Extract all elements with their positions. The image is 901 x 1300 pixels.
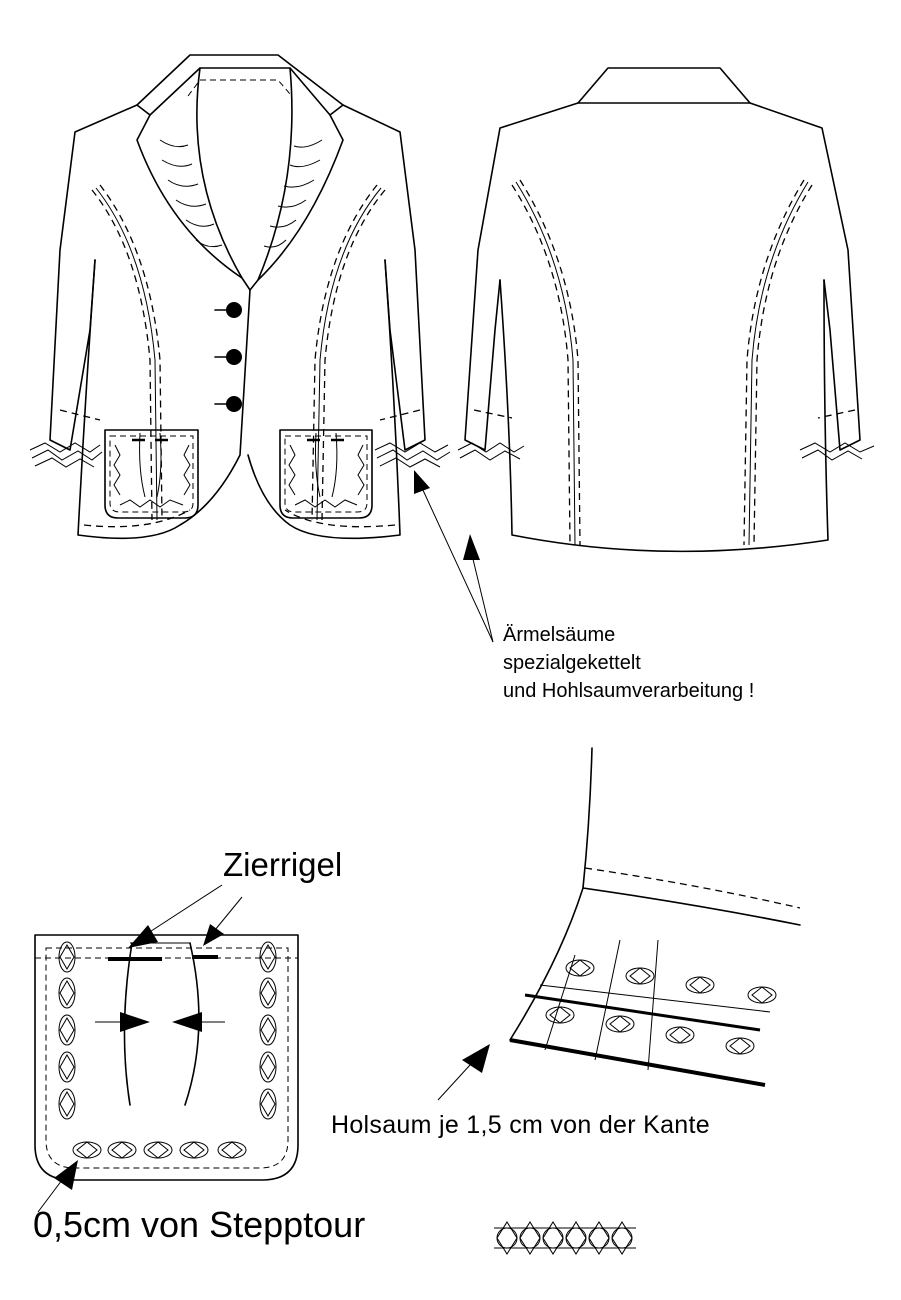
stepptour-label: 0,5cm von Stepptour [33,1204,366,1245]
sleeve-note-arrows [414,470,494,643]
front-buttons [214,302,242,412]
front-sleeve-ruffles [29,442,451,468]
back-sleeve-ruffles [457,442,875,461]
pocket-detail [34,884,299,1213]
sleeve-note-line-3: und Hohlsaumverarbeitung ! [503,680,755,702]
front-pocket-left [104,429,199,519]
holsaum-label: Holsaum je 1,5 cm von der Kante [331,1111,710,1139]
sleeve-hem-note: Ärmelsäume spezialgekettelt und Hohlsaum… [503,621,754,705]
sleeve-hem-detail [437,747,801,1101]
zierrigel-label: Zierrigel [223,846,343,883]
sleeve-note-line-2: spezialgekettelt [503,652,641,674]
front-pocket-right [279,429,373,519]
hemstitch-sample [494,1221,636,1255]
sleeve-note-line-1: Ärmelsäume [503,624,616,646]
jacket-back-view [457,67,875,553]
jacket-front-view [29,54,451,540]
